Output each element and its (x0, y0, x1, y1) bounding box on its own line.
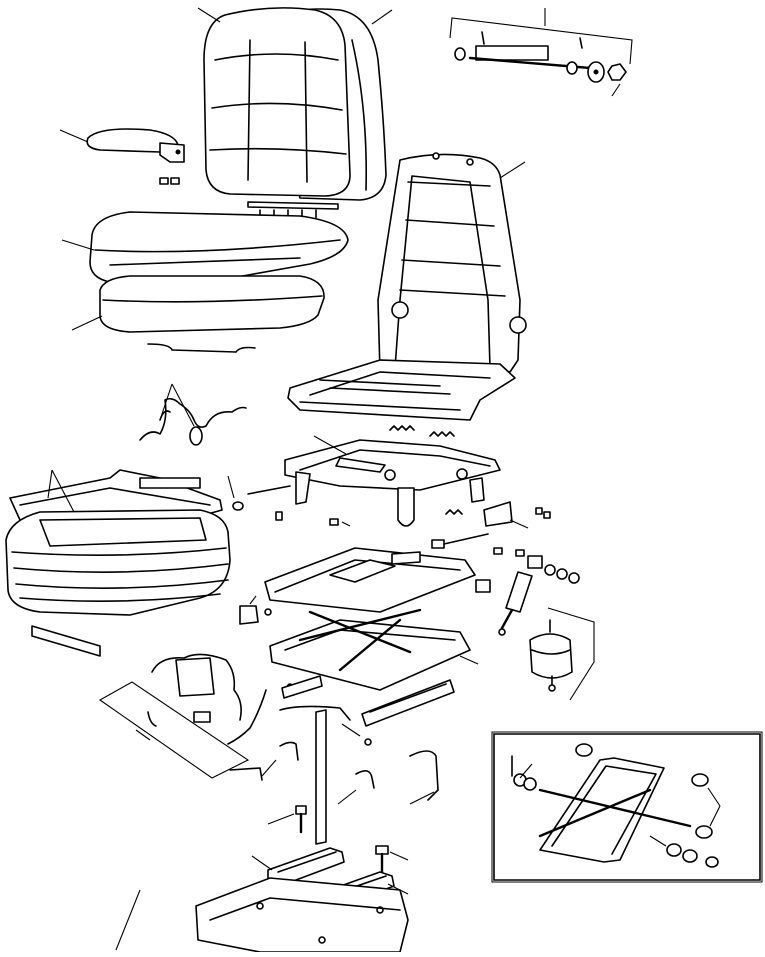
suspension-plate (265, 534, 490, 612)
recliner-mechanism (228, 436, 500, 526)
switch-assembly (100, 654, 293, 778)
adjustment-lever (230, 710, 438, 844)
wire-harness (140, 384, 246, 445)
floor-mount (116, 878, 408, 952)
scissor-linkage (240, 596, 478, 690)
armrest (60, 129, 184, 184)
shock-absorber (494, 548, 579, 635)
tension-springs (390, 426, 462, 514)
backrest-cushion (198, 8, 392, 218)
air-spring (530, 608, 594, 700)
seat-slide-rails (280, 676, 454, 745)
detail-inset-scissor (492, 732, 762, 882)
armrest-shaft-assembly (450, 8, 632, 96)
seat-frame (288, 153, 526, 420)
slide-bracket (484, 502, 550, 528)
seat-cushion-lower (72, 276, 324, 352)
seat-cushion-upper (62, 212, 348, 282)
mounting-bolts (268, 806, 408, 872)
seat-pan-shell (6, 470, 230, 656)
